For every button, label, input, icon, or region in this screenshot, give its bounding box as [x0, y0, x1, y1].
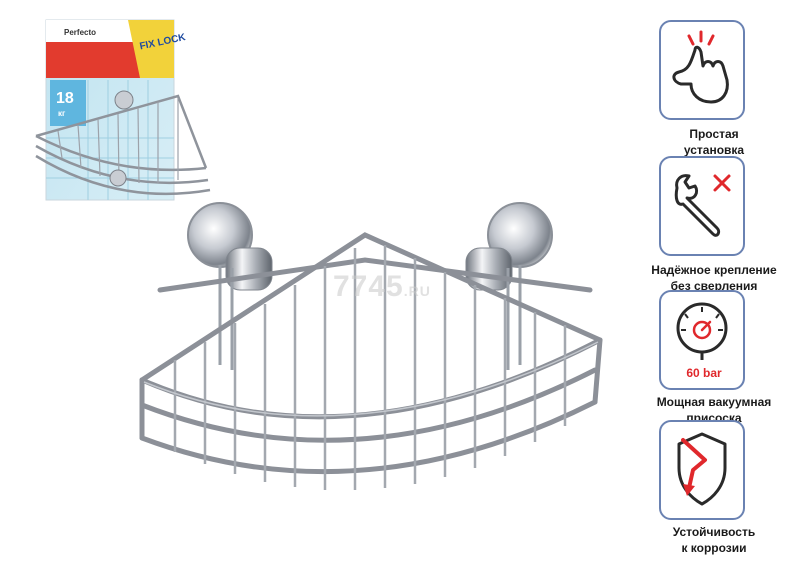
feature-label: Надёжное крепление без сверления	[651, 263, 777, 293]
feature-icon-card	[659, 420, 745, 520]
feature-label: Простая установка	[683, 127, 745, 157]
corner-shelf-image	[139, 202, 603, 490]
corrosion-shield-icon	[677, 432, 727, 506]
feature-icon-card	[659, 156, 745, 256]
pressure-gauge-icon	[676, 302, 728, 360]
packaged-product-image: Perfecto FIX LOCK 18 кг	[35, 19, 211, 201]
feature-label: Устойчивость к коррозии	[672, 525, 756, 555]
product-photo-area: Perfecto FIX LOCK 18 кг	[35, 19, 603, 490]
feature-icon-card	[659, 20, 745, 120]
package-brand: Perfecto	[64, 28, 96, 37]
package-load: 18	[56, 90, 74, 107]
gauge-pressure-label: 60 bar	[686, 366, 722, 380]
hand-press-icon	[672, 30, 729, 104]
features-column: Простая установка Надёжное крепление без…	[648, 10, 798, 560]
watermark: 7745.RU	[333, 270, 431, 303]
package-load-unit: кг	[58, 109, 66, 118]
wrench-no-drill-icon	[674, 174, 731, 237]
feature-icon-card: 60 bar	[659, 290, 745, 390]
